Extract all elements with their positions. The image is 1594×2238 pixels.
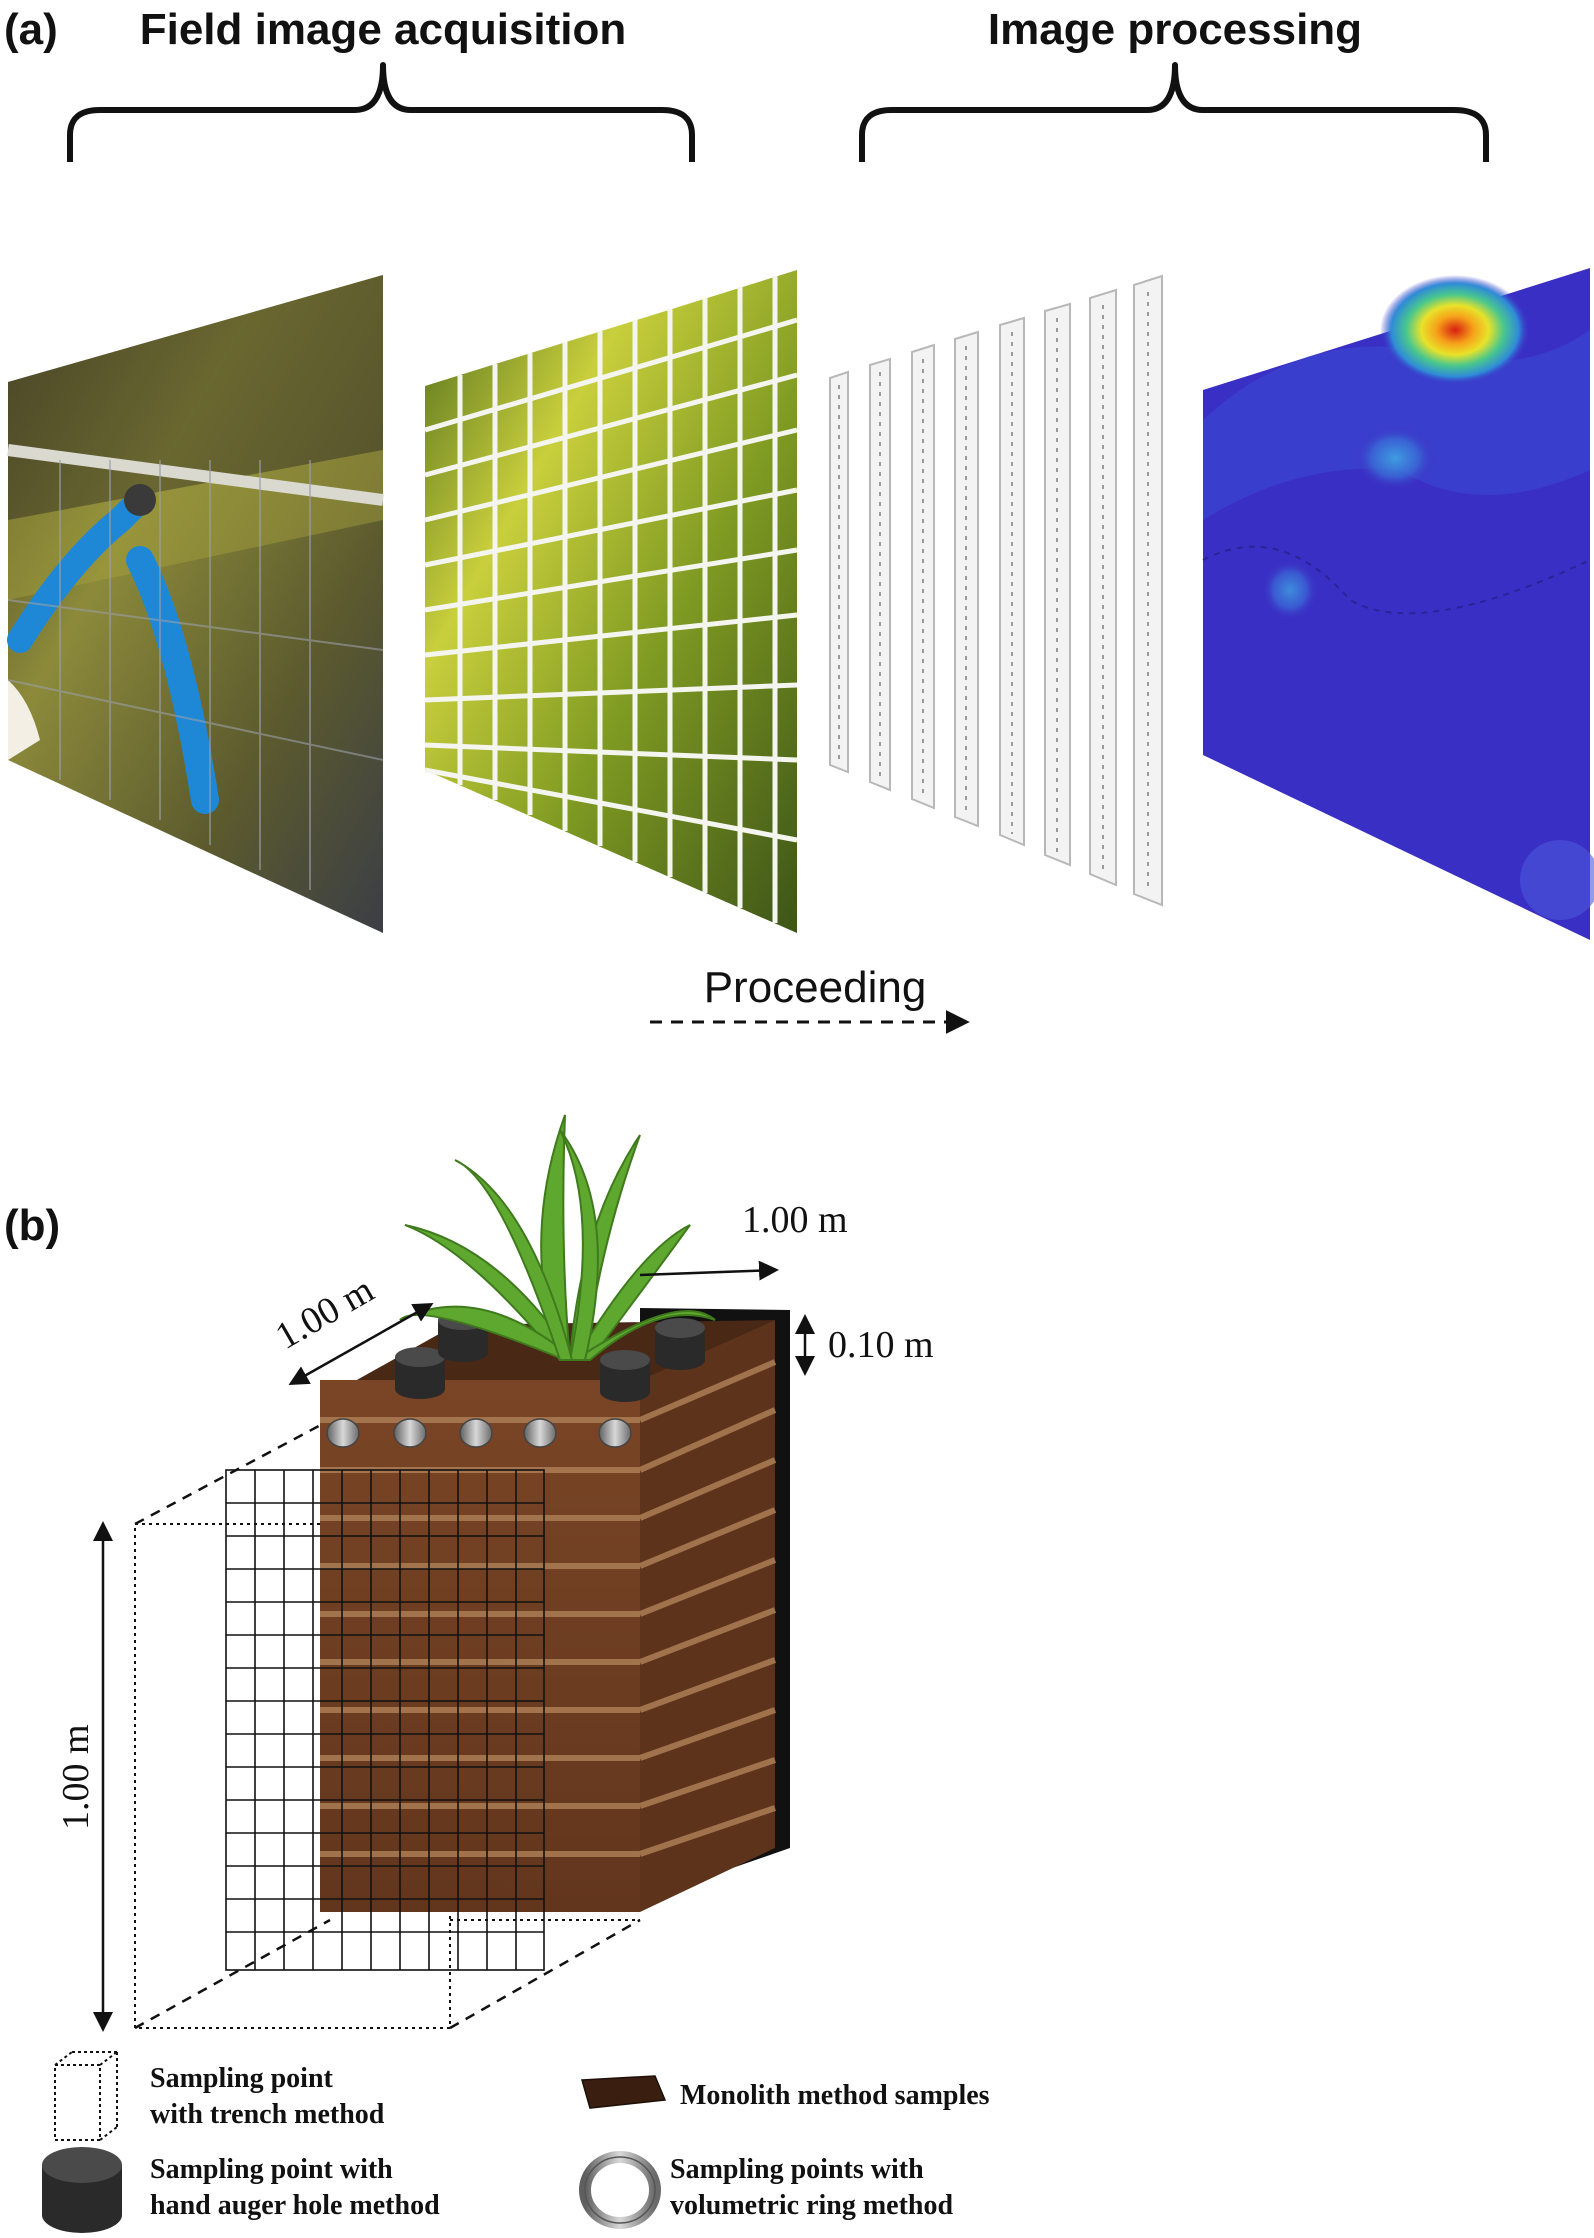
legend-monolith-label: Monolith method samples: [680, 2080, 990, 2111]
heatmap-image: [1202, 268, 1594, 940]
dim-depth-label: 1.00 m: [269, 1269, 381, 1358]
dim-layer-label: 0.10 m: [828, 1324, 934, 1366]
soil-block-side: [640, 1320, 775, 1912]
panel-b-label: (b): [4, 1201, 60, 1250]
dim-width-arrow: [639, 1260, 779, 1281]
stage-title-acquisition: Field image acquisition: [140, 5, 627, 54]
legend-ring-line2: volumetric ring method: [670, 2190, 953, 2221]
trench-grid: [225, 1469, 545, 1971]
dim-height-label: 1.00 m: [55, 1724, 97, 1830]
legend-monolith-swatch: [581, 2075, 667, 2109]
legend-trench-line1: Sampling point: [150, 2063, 334, 2094]
dim-depth-arrow: [288, 1303, 434, 1385]
panel-a-label: (a): [4, 5, 58, 54]
legend-trench-line2: with trench method: [150, 2099, 385, 2130]
legend-auger-line2: hand auger hole method: [150, 2190, 440, 2221]
volumetric-rings: [326, 1418, 632, 1448]
legend-trench-swatch: [54, 2051, 118, 2141]
brace-acquisition: [67, 62, 695, 162]
plant-illustration: [399, 1114, 716, 1361]
legend-ring-line1: Sampling points with: [670, 2154, 924, 2185]
proceeding-label: Proceeding: [704, 963, 927, 1012]
dim-width-label: 1.00 m: [742, 1199, 848, 1241]
brace-processing: [859, 62, 1489, 162]
field-photo-image: [7, 275, 384, 933]
stage-title-processing: Image processing: [988, 5, 1362, 54]
legend-ring-swatch: [579, 2151, 661, 2229]
legend-auger-line1: Sampling point with: [150, 2154, 393, 2185]
legend-auger-swatch: [42, 2147, 122, 2233]
gridded-grass-image: [424, 270, 798, 933]
processed-strips-image: [815, 270, 1178, 925]
